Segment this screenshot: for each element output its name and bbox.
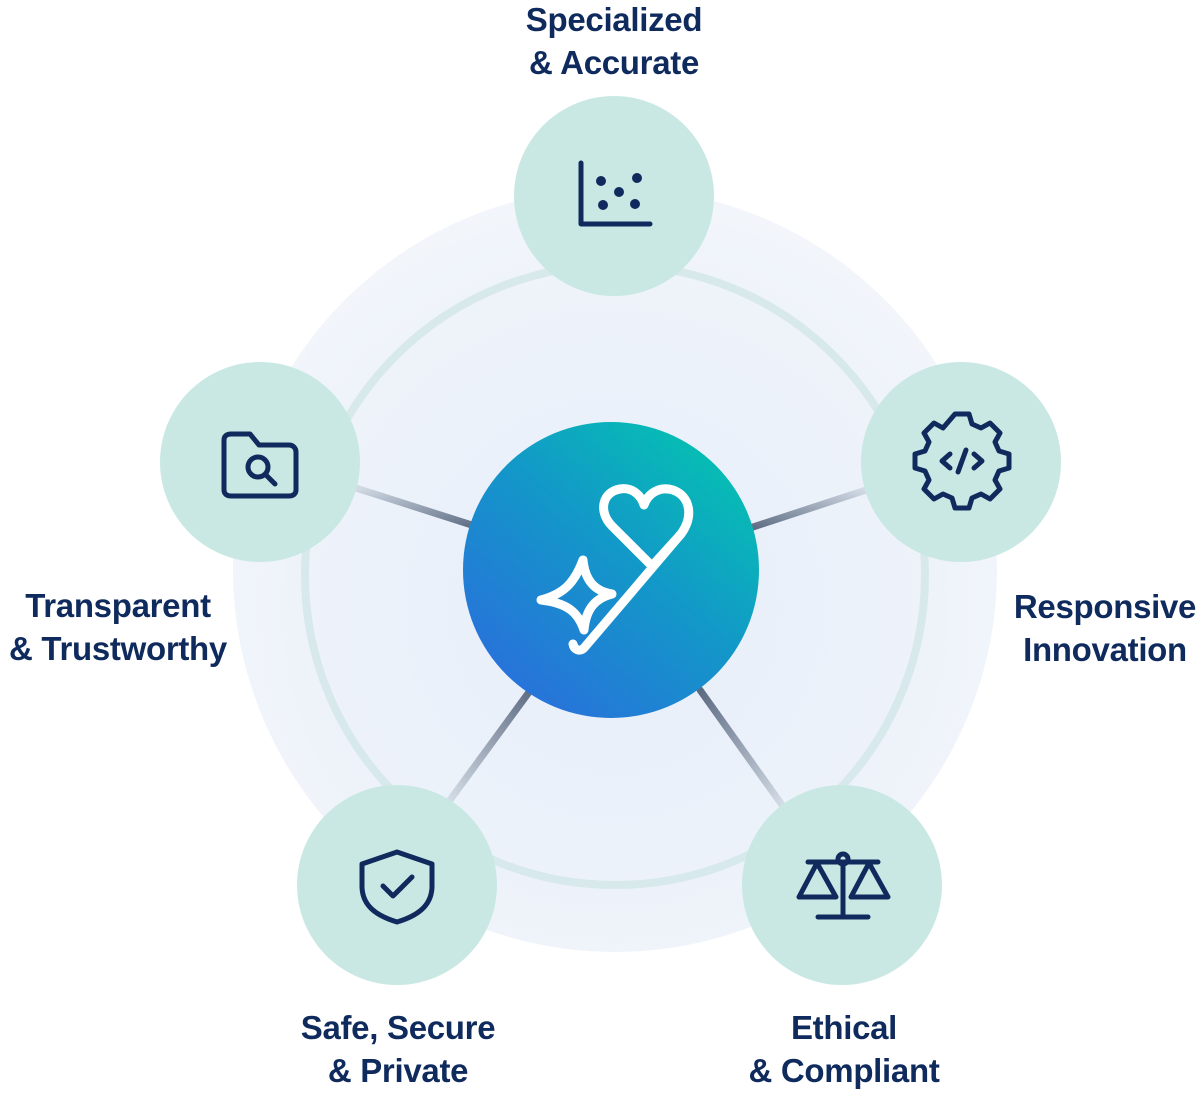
label-safe-line2: & Private bbox=[327, 1052, 469, 1089]
code-gear-icon bbox=[912, 411, 1012, 511]
node-safe bbox=[297, 785, 497, 985]
connector-right bbox=[746, 486, 870, 532]
label-ethical: Ethical & Compliant bbox=[694, 1006, 994, 1092]
label-responsive-line1: Responsive bbox=[1013, 588, 1197, 625]
label-specialized: Specialized & Accurate bbox=[414, 0, 814, 84]
label-safe-line1: Safe, Secure bbox=[300, 1009, 496, 1046]
label-ethical-line1: Ethical bbox=[790, 1009, 898, 1046]
label-transparent-line1: Transparent bbox=[25, 587, 211, 624]
shield-check-icon bbox=[359, 849, 435, 925]
connector-bottom-left bbox=[446, 684, 536, 804]
label-specialized-line2: & Accurate bbox=[528, 44, 699, 81]
label-ethical-line2: & Compliant bbox=[748, 1052, 940, 1089]
label-responsive-line2: Innovation bbox=[1023, 631, 1187, 668]
connector-bottom-right bbox=[696, 686, 786, 809]
label-specialized-line1: Specialized bbox=[525, 1, 703, 38]
label-transparent-line2: & Trustworthy bbox=[9, 630, 227, 667]
center-hub bbox=[463, 422, 759, 718]
label-transparent: Transparent & Trustworthy bbox=[0, 584, 240, 670]
node-responsive bbox=[861, 362, 1061, 562]
connector-left bbox=[352, 484, 482, 531]
label-safe: Safe, Secure & Private bbox=[248, 1006, 548, 1092]
scale-balance-icon bbox=[796, 851, 891, 920]
sparkle-heart-check-icon bbox=[536, 484, 694, 655]
node-ethical bbox=[742, 785, 942, 985]
scatter-chart-icon bbox=[578, 160, 653, 227]
label-responsive: Responsive Innovation bbox=[990, 585, 1200, 671]
node-transparent bbox=[160, 362, 360, 562]
folder-search-icon bbox=[221, 431, 299, 499]
node-specialized bbox=[514, 96, 714, 296]
